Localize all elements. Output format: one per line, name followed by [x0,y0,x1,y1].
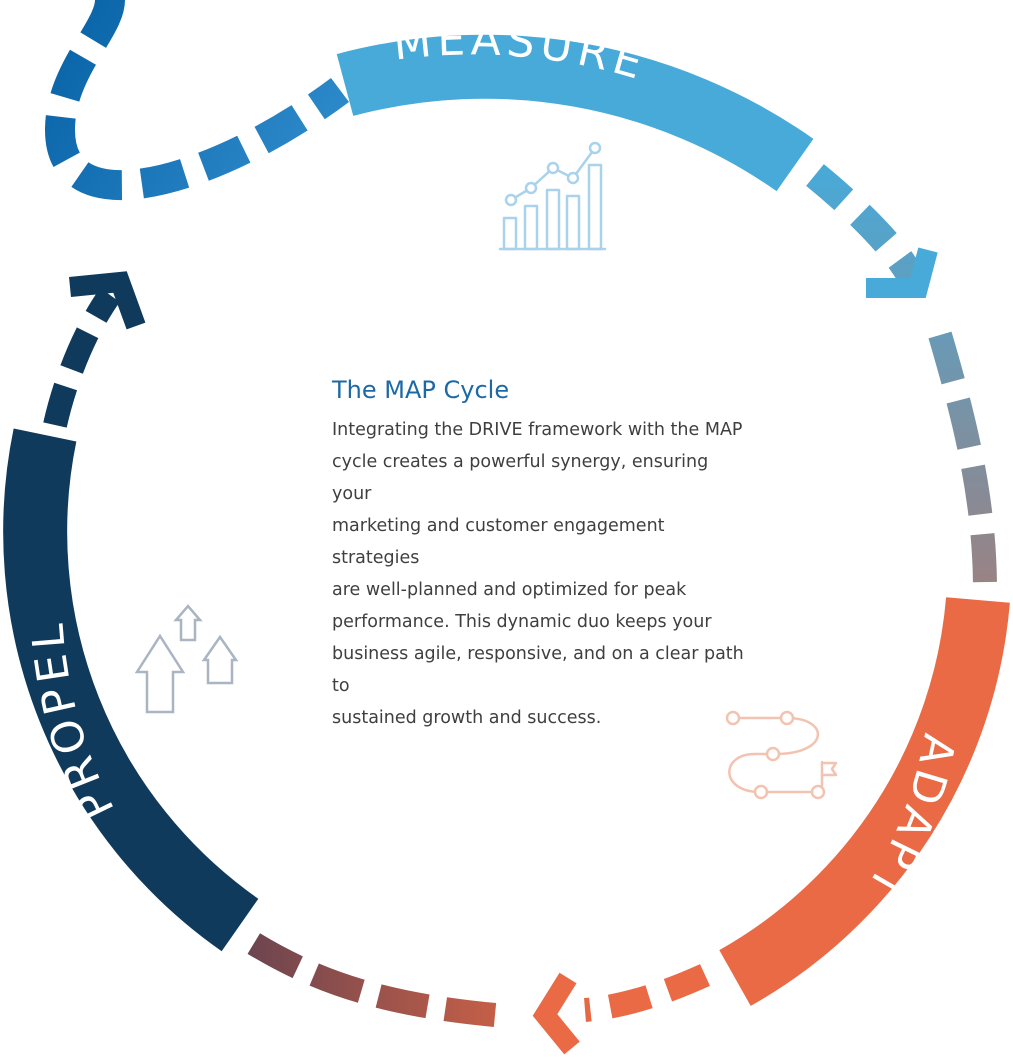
bar-chart-growth-icon [498,141,607,251]
body-line: cycle creates a powerful synergy, ensuri… [332,452,709,504]
body-line: performance. This dynamic duo keeps your [332,612,712,632]
body-line: are well-planned and optimized for peak [332,580,687,600]
measure-adapt-arrowhead [866,247,938,298]
center-description: The MAP Cycle Integrating the DRIVE fram… [332,376,752,734]
measure-arc [336,34,814,192]
top-left-connector [44,0,349,201]
adapt-propel-arrowhead [532,972,580,1055]
center-title: The MAP Cycle [332,376,510,404]
body-line: marketing and customer engagement strate… [332,516,665,568]
propel-measure-arrowhead [69,271,146,330]
body-line: Integrating the DRIVE framework with the… [332,420,743,440]
measure-adapt-connector [806,164,928,291]
center-body: Integrating the DRIVE framework with the… [332,414,752,734]
route-path-icon [725,710,838,800]
adapt-propel-connector [583,964,710,1022]
propel-measure-connector [43,288,120,428]
propel-arc [3,428,259,952]
body-line: business agile, responsive, and on a cle… [332,644,744,696]
upward-arrows-icon [134,604,239,714]
adapt-propel-connector-left [241,929,497,1027]
body-line: sustained growth and success. [332,708,602,728]
measure-adapt-connector-lower [928,331,997,591]
adapt-arc [719,597,1010,1006]
